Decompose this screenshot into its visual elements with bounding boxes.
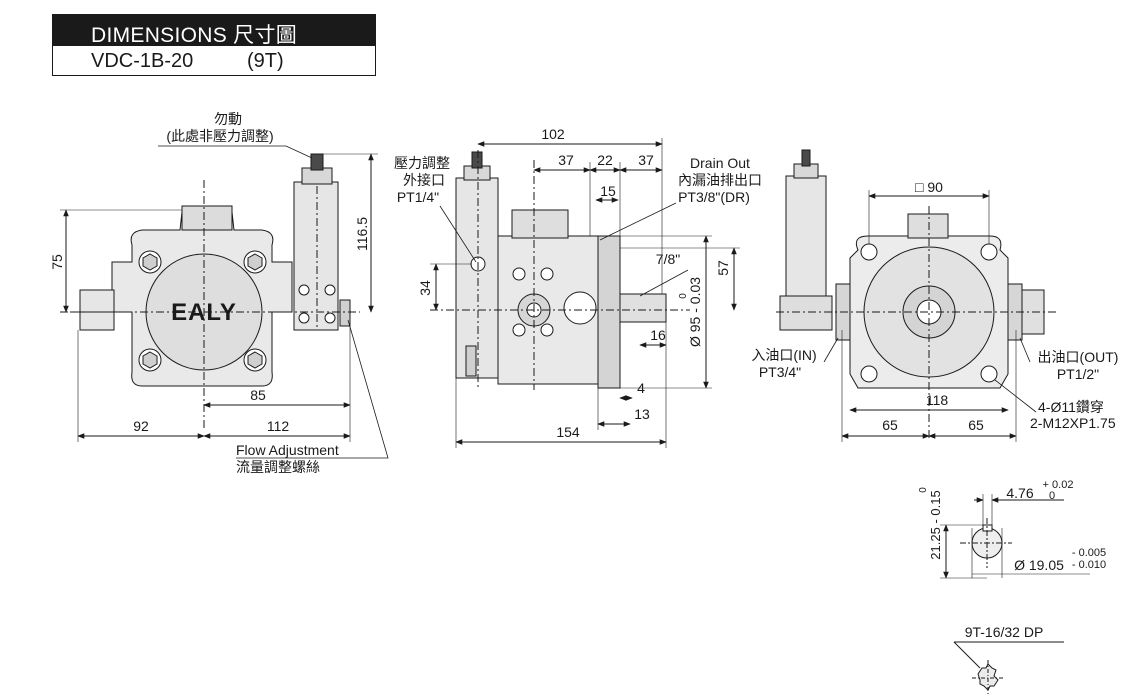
drain-port-size: PT3/8"(DR) bbox=[678, 189, 750, 205]
dim-square-90: □ 90 bbox=[915, 179, 943, 195]
front-view-text: 壓力調整 外接口 PT1/4" Drain Out 內漏油排出口 PT3/8"(… bbox=[394, 126, 762, 440]
dim-22: 22 bbox=[597, 152, 613, 168]
title-header: DIMENSIONS 尺寸圖 bbox=[53, 15, 375, 47]
shaft-detail bbox=[940, 494, 1090, 579]
pressure-adjust-label: 壓力調整 bbox=[394, 155, 450, 171]
dim-75: 75 bbox=[49, 254, 65, 270]
dim-57: 57 bbox=[715, 260, 731, 276]
shaft-tol-lower: - 0.010 bbox=[1072, 559, 1106, 571]
pressure-port-size: PT1/4" bbox=[397, 189, 439, 205]
dim-85: 85 bbox=[250, 387, 266, 403]
front-view bbox=[430, 138, 740, 448]
dim-16: 16 bbox=[650, 327, 666, 343]
external-port-label: 外接口 bbox=[403, 172, 445, 188]
dim-dia-95: Ø 95 - 0.03 bbox=[687, 277, 703, 347]
title-box: DIMENSIONS 尺寸圖 VDC-1B-20 (9T) bbox=[52, 14, 376, 76]
flow-adjustment-cn: 流量調整螺絲 bbox=[236, 459, 320, 475]
spline-code: (9T) bbox=[247, 50, 284, 72]
shaft-detail-text: 4.76 + 0.02 0 21.25 - 0.15 0 Ø 19.05 - 0… bbox=[918, 479, 1106, 573]
mounting-holes-label: 4-Ø11鑽穿 bbox=[1038, 399, 1104, 415]
inlet-label: 入油口(IN) bbox=[751, 347, 816, 363]
dim-4: 4 bbox=[637, 380, 645, 396]
spline-spec: 9T-16/32 DP bbox=[965, 624, 1044, 640]
dim-65-left: 65 bbox=[882, 417, 898, 433]
dim-dia-95-upper-tol: 0 bbox=[678, 293, 689, 299]
key-width: 4.76 bbox=[1006, 485, 1033, 501]
title-text: DIMENSIONS 尺寸圖 bbox=[91, 24, 298, 47]
dim-15: 15 bbox=[600, 183, 616, 199]
dim-92: 92 bbox=[133, 418, 149, 434]
dim-112: 112 bbox=[267, 418, 290, 434]
drain-out-cn: 內漏油排出口 bbox=[678, 172, 762, 188]
rear-view bbox=[776, 149, 1058, 442]
dim-116-5: 116.5 bbox=[354, 217, 370, 251]
dim-37-left: 37 bbox=[558, 152, 574, 168]
note-do-not-touch: 勿動 bbox=[214, 111, 242, 127]
rear-view-text: □ 90 入油口(IN) PT3/4" 出油口(OUT) PT1/2" 118 … bbox=[751, 179, 1118, 433]
tapped-holes-label: 2-M12XP1.75 bbox=[1030, 415, 1116, 431]
shaft-tol-upper: - 0.005 bbox=[1072, 547, 1106, 559]
flow-adjustment-label: Flow Adjustment bbox=[236, 442, 339, 458]
side-view bbox=[60, 145, 389, 459]
dim-7-8: 7/8" bbox=[656, 251, 680, 267]
model-number: VDC-1B-20 bbox=[91, 50, 194, 72]
dim-34: 34 bbox=[417, 280, 433, 296]
brand-logo-text: EALY bbox=[171, 299, 237, 326]
dim-154: 154 bbox=[556, 424, 580, 440]
outlet-port-size: PT1/2" bbox=[1057, 366, 1099, 382]
inlet-port-size: PT3/4" bbox=[759, 364, 801, 380]
note-not-pressure-adjust: (此處非壓力調整) bbox=[166, 128, 273, 144]
key-height: 21.25 - 0.15 bbox=[928, 490, 943, 559]
dim-118: 118 bbox=[926, 392, 949, 408]
dim-37-right: 37 bbox=[638, 152, 654, 168]
key-height-tol-upper: 0 bbox=[918, 487, 929, 493]
spline-detail bbox=[953, 641, 1064, 696]
dim-65-right: 65 bbox=[968, 417, 984, 433]
spline-detail-text: 9T-16/32 DP bbox=[965, 624, 1044, 640]
dim-13: 13 bbox=[634, 406, 650, 422]
drain-out-label: Drain Out bbox=[690, 155, 750, 171]
outlet-label: 出油口(OUT) bbox=[1038, 349, 1119, 365]
title-model-row: VDC-1B-20 (9T) bbox=[53, 46, 375, 76]
key-width-tol-upper: + 0.02 bbox=[1043, 479, 1074, 491]
dim-102: 102 bbox=[541, 126, 565, 142]
key-width-tol-lower: 0 bbox=[1049, 490, 1055, 502]
side-view-text: 勿動 (此處非壓力調整) EALY 75 116.5 85 92 112 Flo… bbox=[49, 111, 370, 475]
shaft-diameter: Ø 19.05 bbox=[1014, 557, 1064, 573]
